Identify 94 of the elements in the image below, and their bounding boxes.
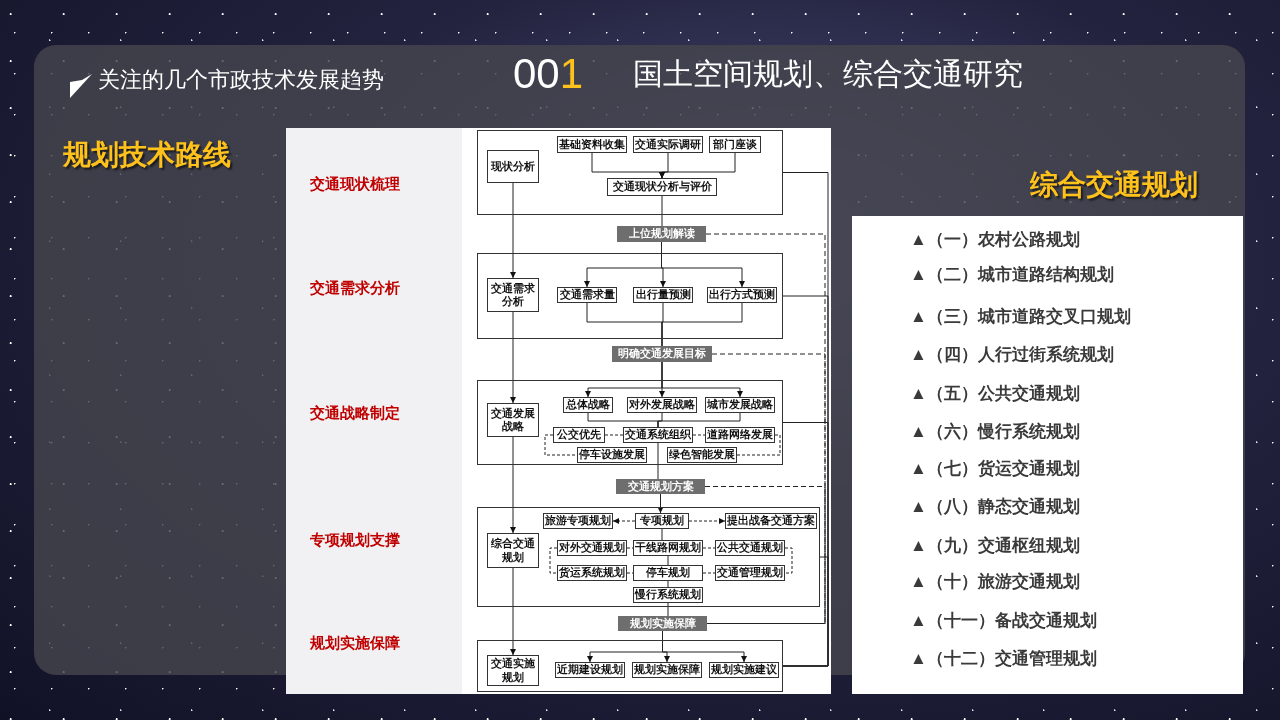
connector-line [657, 442, 659, 480]
stage-label: 规划实施保障 [310, 633, 400, 653]
list-item: ▲（二）城市道路结构规划 [910, 263, 1114, 286]
process-box: 交通现状分析与评价 [607, 178, 717, 196]
connector-line [661, 528, 663, 541]
step-banner: 上位规划解读 [617, 226, 706, 242]
dashed-connector [702, 572, 716, 574]
dashed-connector [736, 434, 781, 456]
process-box: 提出战备交通方案 [725, 513, 817, 529]
process-box: 交通系统组织 [623, 427, 693, 443]
stage-frame [477, 380, 783, 465]
arrow [510, 311, 516, 404]
dashed-connector [626, 572, 634, 574]
stage-label: 交通现状梳理 [310, 174, 400, 194]
list-item: ▲（十一）备战交通规划 [910, 609, 1097, 632]
list-item: ▲（十二）交通管理规划 [910, 647, 1097, 670]
slide-title: 国土空间规划、综合交通研究 [633, 55, 1023, 92]
process-box: 综合交通规划 [487, 533, 539, 568]
list-item: ▲（九）交通枢纽规划 [910, 534, 1080, 557]
process-box: 近期建设规划 [555, 662, 625, 678]
list-item: ▲（六）慢行系统规划 [910, 420, 1080, 443]
connector-line [667, 555, 669, 566]
stage-frame [477, 253, 783, 339]
dashed-connector [626, 547, 634, 549]
process-box: 绿色智能发展 [667, 447, 737, 463]
process-box: 停车设施发展 [577, 447, 647, 463]
connector-line [657, 412, 741, 428]
connector-line [667, 602, 669, 617]
arrow [688, 518, 726, 524]
process-box: 现状分析 [487, 150, 539, 183]
process-box: 公交优先 [553, 427, 605, 443]
step-banner: 明确交通发展目标 [612, 346, 712, 362]
process-box: 交通实施规划 [487, 655, 539, 686]
arrow [510, 567, 516, 656]
process-box: 道路网络发展 [705, 427, 775, 443]
process-box: 货运系统规划 [557, 565, 627, 581]
list-item: ▲（七）货运交通规划 [910, 457, 1080, 480]
list-item: ▲（五）公共交通规划 [910, 382, 1080, 405]
section-heading: 综合交通规划 [1030, 168, 1198, 202]
process-box: 慢行系统规划 [633, 587, 703, 603]
dashed-connector [702, 547, 716, 549]
arrow [510, 436, 516, 534]
process-box: 交通需求量 [557, 287, 617, 303]
process-box: 旅游专项规划 [543, 513, 613, 529]
list-item: ▲（八）静态交通规划 [910, 495, 1080, 518]
dashed-connector [604, 434, 624, 436]
process-box: 交通实际调研 [633, 136, 703, 153]
process-box: 部门座谈 [709, 136, 761, 153]
connector-line [782, 556, 829, 667]
step-banner: 交通规划方案 [616, 479, 705, 494]
connector-line [661, 195, 663, 227]
dashed-connector [692, 434, 706, 436]
dashed-connector [544, 434, 578, 456]
stage-label: 专项规划支撑 [310, 530, 400, 550]
list-item: ▲（一）农村公路规划 [910, 228, 1080, 251]
process-box: 对外交通规划 [557, 540, 627, 556]
stage-frame [477, 640, 783, 692]
process-box: 停车规划 [633, 565, 703, 581]
process-box: 交通发展战略 [487, 403, 539, 437]
process-box: 出行方式预测 [707, 287, 777, 303]
dashed-connector [549, 547, 558, 574]
dashed-connector [705, 233, 826, 624]
stage-frame [477, 130, 783, 215]
process-box: 专项规划 [635, 513, 689, 529]
dashed-connector [784, 547, 793, 574]
process-box: 出行量预测 [633, 287, 693, 303]
arrow [657, 493, 664, 514]
step-banner: 规划实施保障 [618, 616, 707, 631]
process-box: 交通管理规划 [715, 565, 785, 581]
stage-frame [477, 507, 820, 607]
connector-line [661, 302, 743, 347]
header-text: 关注的几个市政技术发展趋势 [98, 66, 384, 94]
list-item: ▲（十）旅游交通规划 [910, 570, 1080, 593]
arrow [659, 152, 736, 179]
process-box: 规划实施保障 [632, 662, 702, 678]
process-box: 干线路网规划 [633, 540, 703, 556]
process-box: 交通需求分析 [487, 278, 539, 312]
stage-label: 交通需求分析 [310, 278, 400, 298]
stage-label: 交通战略制定 [310, 403, 400, 423]
process-box: 基础资料收集 [557, 136, 627, 153]
process-box: 公共交通规划 [715, 540, 785, 556]
dashed-connector [704, 486, 826, 624]
list-item: ▲（三）城市道路交叉口规划 [910, 305, 1131, 328]
list-item: ▲（四）人行过街系统规划 [910, 343, 1114, 366]
arrow [661, 361, 743, 398]
arrow [510, 182, 516, 279]
section-number: 001 [513, 50, 584, 98]
process-box: 规划实施建议 [709, 662, 779, 678]
process-box: 总体战略 [563, 397, 613, 413]
process-box: 城市发展战略 [705, 397, 775, 413]
connector-line [667, 580, 669, 588]
section-heading: 规划技术路线 [63, 138, 231, 172]
process-box: 对外发展战略 [627, 397, 697, 413]
arrow [612, 518, 636, 524]
